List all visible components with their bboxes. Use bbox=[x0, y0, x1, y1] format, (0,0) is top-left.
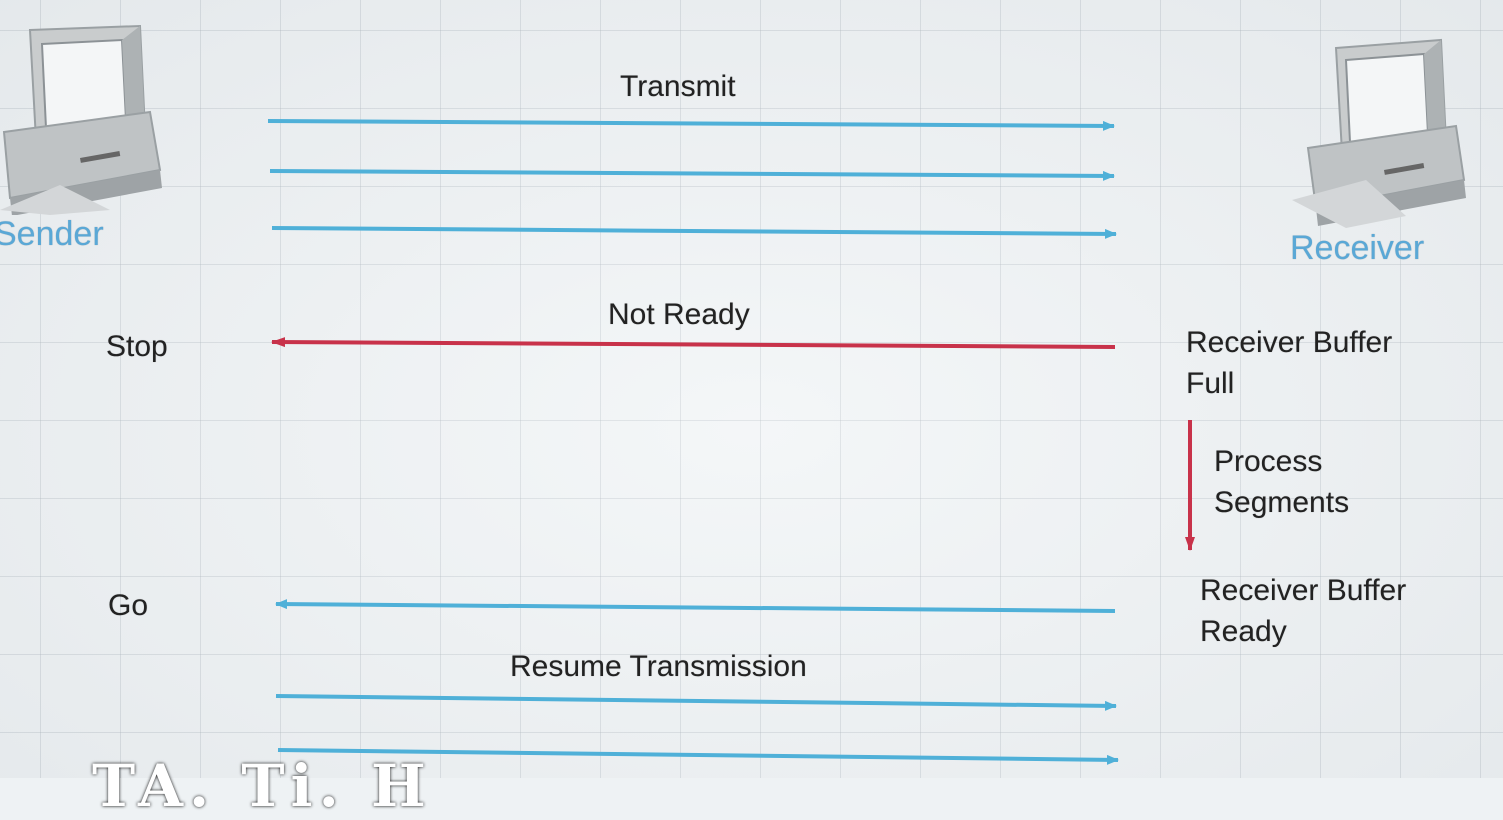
not-ready-label: Not Ready bbox=[608, 298, 750, 331]
resume-arrow-1 bbox=[275, 694, 1117, 711]
resume-arrow-2 bbox=[277, 748, 1119, 765]
not-ready-arrow bbox=[271, 337, 1116, 349]
buffer-full-line-2: Full bbox=[1186, 367, 1235, 400]
process-segments-line-2: Segments bbox=[1214, 486, 1350, 519]
buffer-full-state: Receiver Buffer Full bbox=[1186, 322, 1392, 404]
sender-label: Sender bbox=[0, 215, 104, 253]
stop-state: Stop bbox=[106, 330, 168, 363]
flow-control-diagram bbox=[267, 119, 1195, 765]
transmit-arrow-1 bbox=[267, 119, 1115, 131]
buffer-ready-line-2: Ready bbox=[1200, 615, 1287, 648]
buffer-ready-state: Receiver Buffer Ready bbox=[1200, 570, 1406, 652]
transmit-arrow-3 bbox=[271, 226, 1117, 239]
process-segments-state: Process Segments bbox=[1214, 441, 1349, 523]
receiver-label: Receiver bbox=[1290, 229, 1425, 267]
buffer-ready-line-1: Receiver Buffer bbox=[1200, 574, 1407, 607]
transmit-arrow-2 bbox=[269, 169, 1115, 181]
go-arrow bbox=[275, 599, 1116, 613]
sender-computer-icon bbox=[0, 24, 162, 215]
transmit-label: Transmit bbox=[620, 70, 736, 103]
resume-label: Resume Transmission bbox=[510, 650, 807, 683]
go-state: Go bbox=[108, 589, 149, 622]
video-caption-fragment: TA. Ti. H bbox=[92, 752, 432, 820]
receiver-computer-icon bbox=[1292, 38, 1466, 228]
buffer-full-line-1: Receiver Buffer bbox=[1186, 326, 1393, 359]
whiteboard-background bbox=[0, 0, 1503, 778]
process-segments-line-1: Process bbox=[1214, 445, 1323, 478]
